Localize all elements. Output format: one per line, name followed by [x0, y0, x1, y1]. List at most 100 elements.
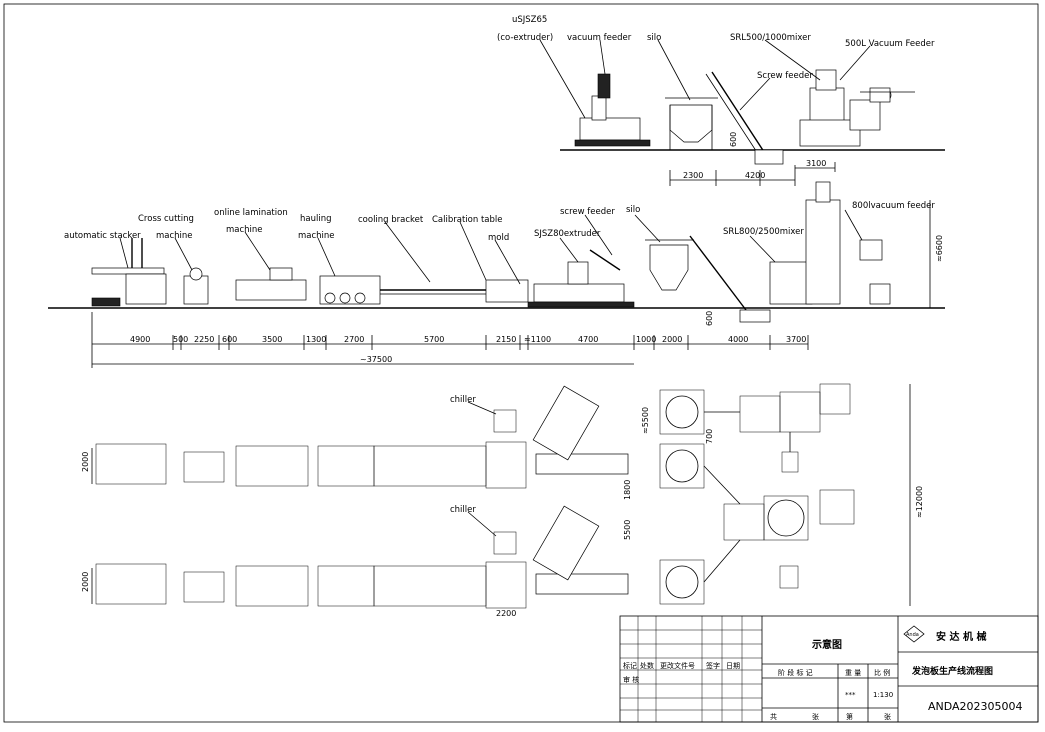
chiller-2-label: chiller: [450, 505, 476, 515]
plan1-main-extruder: [535, 453, 629, 475]
dim-plan-total-height: ≈12000: [915, 486, 924, 518]
drawing-type: 示意图: [812, 638, 842, 651]
online-lamination-label-1: online lamination: [214, 208, 288, 218]
co-extruder-label: (co-extruder): [497, 33, 553, 43]
plan2-main-extruder: [535, 573, 629, 595]
cross-cutting-label-1: Cross cutting: [138, 214, 194, 224]
silo-top-unit: [669, 104, 713, 143]
drawing-number: ANDA202305004: [928, 700, 1023, 713]
plan2-cooling: [373, 565, 487, 607]
hauling-label-2: machine: [298, 231, 335, 241]
dim-height-6600: ≈6600: [935, 235, 944, 262]
company-name: 安 达 机 械: [936, 630, 986, 643]
screw-feeder-mid-label: screw feeder: [560, 207, 615, 217]
dim-1000: 1000: [636, 335, 656, 344]
dim-plan-700: 700: [705, 429, 714, 444]
stacker-unit: [91, 267, 165, 275]
dim-600: 600: [222, 335, 237, 344]
tb-footer-3: 张: [884, 712, 891, 721]
screw-feeder-top-label: Screw feeder: [757, 71, 813, 81]
calibration-table-unit: [485, 279, 529, 303]
vacuum-feeder-800-label: 800lvacuum feeder: [852, 201, 935, 211]
tb-row-label-0: 标记: [623, 661, 637, 670]
plan1-hauling: [317, 445, 375, 487]
lamination-unit: [235, 279, 307, 301]
plan-line-2: chiller 2000 5500 1800 2200: [81, 465, 855, 618]
mixer-top-label: SRL500/1000mixer: [730, 33, 811, 43]
mold-label: mold: [488, 233, 509, 243]
plan1-cutter: [183, 451, 225, 483]
plan1-cooling: [373, 445, 487, 487]
plan1-mixer-1: [659, 389, 705, 435]
dim-top-2300: 2300: [683, 171, 703, 180]
dim-1300: 1300: [306, 335, 326, 344]
plan2-lamination: [235, 565, 309, 607]
plan2-mixer: [659, 559, 705, 605]
plan2-co-extruder: [532, 505, 600, 581]
dim-top-3100: 3100: [806, 159, 826, 168]
company-logo-text: Anda: [906, 632, 919, 638]
tb-review-label: 审 核: [623, 675, 639, 684]
dim-plan-width-2: 2000: [81, 572, 90, 592]
plan1-lamination: [235, 445, 309, 487]
dim-4000: 4000: [728, 335, 748, 344]
dim-2150: 2150: [496, 335, 516, 344]
dim-plan-width-1: 2000: [81, 452, 90, 472]
dim-2250: 2250: [194, 335, 214, 344]
dim-plan-5500-a: ≈5500: [641, 407, 650, 434]
dim-pit-600: 600: [705, 311, 714, 326]
plan1-calibration: [485, 441, 527, 489]
silo-top-label: silo: [647, 33, 661, 43]
dim-2000: 2000: [662, 335, 682, 344]
plan-line-1: chiller 2000 ≈5500 700: [81, 383, 851, 489]
tb-footer-1: 张: [812, 712, 819, 721]
tb-footer-0: 共: [770, 712, 777, 721]
dim-1100: ≈1100: [524, 335, 551, 344]
plan2-stacker: [95, 563, 167, 605]
dim-3700: 3700: [786, 335, 806, 344]
tb-scale-label: 比 例: [874, 668, 890, 677]
dim-5700: 5700: [424, 335, 444, 344]
vacuum-feeder-500-label: 500L Vacuum Feeder: [845, 39, 935, 49]
silo-mid-unit: [649, 244, 689, 291]
cross-cutting-unit: [183, 275, 209, 305]
co-extruder-body: [579, 117, 641, 141]
tb-row-label-2: 更改文件号: [660, 661, 695, 670]
chiller-1-label: chiller: [450, 395, 476, 405]
plan1-chiller: [493, 409, 517, 433]
screw-feeder-mid-unit: [589, 249, 621, 271]
drawing-scale: 1:130: [873, 691, 893, 699]
dim-plan-2200: 2200: [496, 609, 516, 618]
dim-2700: 2700: [344, 335, 364, 344]
automatic-stacker-label: automatic stacker: [64, 231, 141, 241]
calibration-table-label: Calibration table: [432, 215, 502, 225]
plan2-calibration: [485, 561, 527, 609]
plan-view: chiller 2000 ≈5500 700: [81, 383, 924, 618]
vacuum-feeder-top-label: vacuum feeder: [567, 33, 632, 43]
screw-feeder-top-unit: [711, 71, 769, 159]
co-extruder-column: [591, 95, 607, 121]
line-elevation: automatic stacker Cross cutting machine …: [48, 181, 945, 368]
dim-plan-5500-b: 5500: [623, 520, 632, 540]
hauling-label-1: hauling: [300, 214, 332, 224]
plan1-mixer-2: [659, 443, 705, 489]
dim-4900: 4900: [130, 335, 150, 344]
company-logo-icon: [903, 625, 925, 643]
top-feeding-system: uSJSZ65 (co-extruder) vacuum feeder silo…: [497, 15, 945, 186]
co-extruder-base: [574, 139, 651, 147]
cooling-bracket-label: cooling bracket: [358, 215, 424, 225]
plan2-hauling: [317, 565, 375, 607]
online-lamination-label-2: machine: [226, 225, 263, 235]
mixer-mid-label: SRL800/2500mixer: [723, 227, 804, 237]
tb-row-label-4: 日期: [726, 662, 740, 670]
tb-weight-label: 重 量: [845, 669, 861, 677]
plan1-stacker: [95, 443, 167, 485]
sheet-border: [3, 3, 1039, 723]
dim-3500: 3500: [262, 335, 282, 344]
dim-top-600: 600: [729, 132, 738, 147]
tb-row-label-3: 签字: [706, 661, 720, 670]
dim-top-4200: 4200: [745, 171, 765, 180]
dim-plan-1800: 1800: [623, 480, 632, 500]
dim-500: 500: [173, 335, 188, 344]
